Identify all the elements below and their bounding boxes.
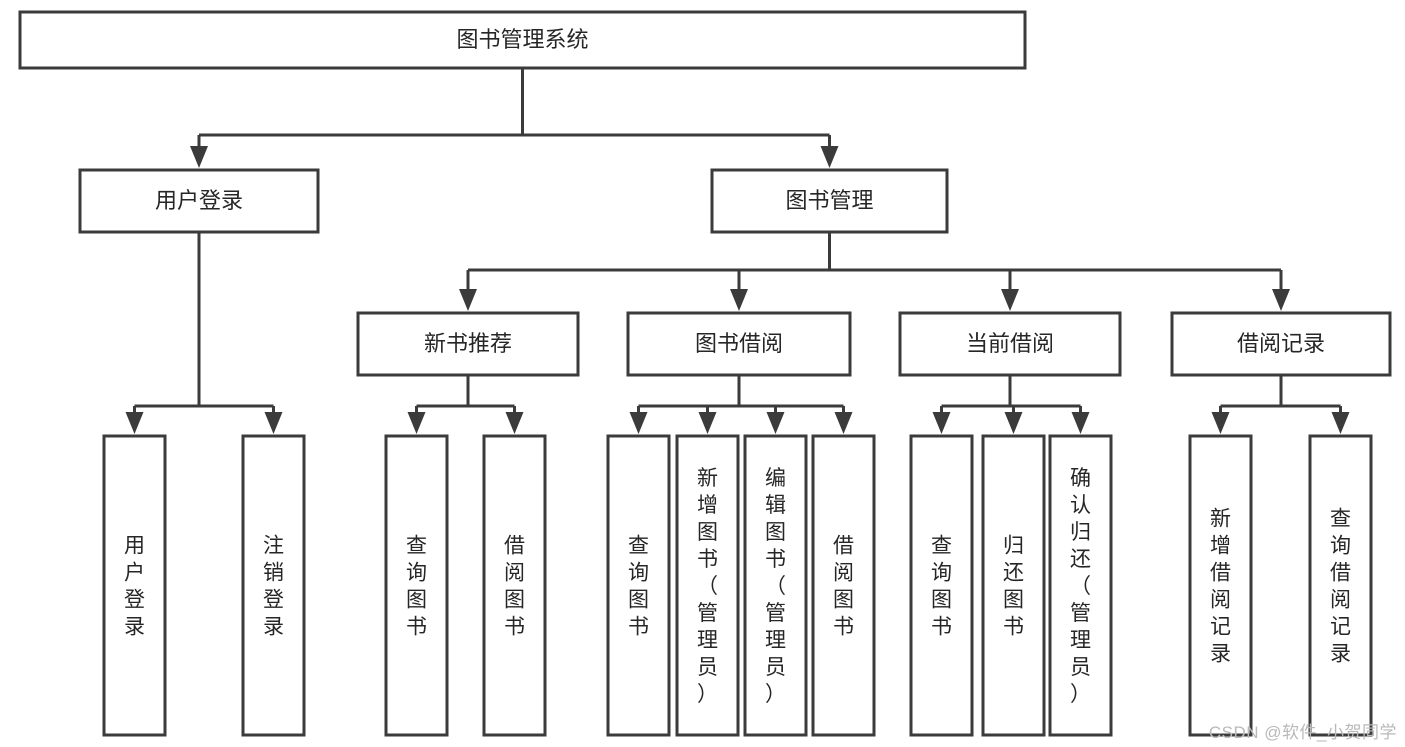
arrow-head-icon <box>407 412 426 434</box>
node-rect <box>811 434 876 737</box>
node-level1-0[interactable]: 用户登录 <box>78 168 320 234</box>
node-level1-1[interactable]: 图书管理 <box>710 168 949 234</box>
arrow-head-icon <box>629 412 648 434</box>
node-leaf-2[interactable]: 查询图书 <box>384 434 449 737</box>
arrow-head-icon <box>1211 412 1230 434</box>
node-root-0[interactable]: 图书管理系统 <box>18 10 1027 70</box>
arrow-head-icon <box>1001 289 1019 311</box>
node-leaf-9[interactable]: 归还图书 <box>981 434 1046 737</box>
node-level2-1[interactable]: 图书借阅 <box>626 311 852 377</box>
node-rect <box>606 434 671 737</box>
node-level2-3[interactable]: 借阅记录 <box>1170 311 1392 377</box>
arrow-head-icon <box>834 412 853 434</box>
node-level2-2[interactable]: 当前借阅 <box>898 311 1122 377</box>
node-label: 借阅记录 <box>1237 331 1325 356</box>
node-rect <box>241 434 306 737</box>
node-level2-0[interactable]: 新书推荐 <box>356 311 580 377</box>
node-rect <box>981 434 1046 737</box>
arrow-head-icon <box>820 146 839 168</box>
arrow-head-icon <box>190 146 208 168</box>
arrow-head-icon <box>264 412 283 434</box>
arrow-head-icon <box>730 289 748 311</box>
node-label: 用户登录 <box>155 188 243 213</box>
node-leaf-0[interactable]: 用户登录 <box>102 434 167 737</box>
arrow-head-icon <box>125 412 144 434</box>
arrow-head-icon <box>459 289 477 311</box>
node-rect <box>78 168 320 234</box>
node-leaf-10[interactable]: 确认归还（管理员） <box>1048 434 1113 737</box>
node-rect <box>909 434 974 737</box>
node-label: 新书推荐 <box>424 331 512 356</box>
node-rect <box>1308 434 1373 737</box>
node-label: 编辑图书（管理员） <box>765 467 786 706</box>
node-label: 图书管理系统 <box>456 27 588 52</box>
node-layer: 用户登录图书管理新书推荐图书借阅当前借阅借阅记录用户登录注销登录查询图书借阅图书… <box>18 10 1392 737</box>
node-rect <box>1188 434 1253 737</box>
arrow-head-icon <box>1071 412 1090 434</box>
node-leaf-11[interactable]: 新增借阅记录 <box>1188 434 1253 737</box>
arrow-head-icon <box>505 412 524 434</box>
node-label: 查询图书 <box>628 535 649 639</box>
node-label: 注销登录 <box>263 535 284 639</box>
node-leaf-12[interactable]: 查询借阅记录 <box>1308 434 1373 737</box>
node-label: 查询图书 <box>406 535 427 639</box>
csdn-watermark: CSDN @软件_小贺同学 <box>1208 723 1397 742</box>
node-label: 借阅图书 <box>833 535 854 639</box>
node-rect <box>898 311 1122 377</box>
node-label: 查询借阅记录 <box>1330 508 1351 666</box>
node-rect <box>102 434 167 737</box>
arrow-head-icon <box>932 412 951 434</box>
arrow-head-icon <box>766 412 785 434</box>
node-leaf-4[interactable]: 查询图书 <box>606 434 671 737</box>
node-rect <box>384 434 449 737</box>
node-rect <box>1170 311 1392 377</box>
node-label: 查询图书 <box>931 535 952 639</box>
node-label: 用户登录 <box>124 535 145 639</box>
node-rect <box>626 311 852 377</box>
arrow-head-icon <box>1331 412 1350 434</box>
node-rect <box>743 434 808 737</box>
node-leaf-3[interactable]: 借阅图书 <box>482 434 547 737</box>
node-leaf-5[interactable]: 新增图书（管理员） <box>675 434 740 737</box>
node-rect <box>18 10 1027 70</box>
node-label: 图书借阅 <box>695 331 783 356</box>
node-label: 新增借阅记录 <box>1210 508 1231 666</box>
node-leaf-1[interactable]: 注销登录 <box>241 434 306 737</box>
node-label: 确认归还（管理员） <box>1070 467 1091 706</box>
arrow-head-icon <box>1004 412 1023 434</box>
node-rect <box>356 311 580 377</box>
arrow-head-icon <box>698 412 717 434</box>
node-leaf-7[interactable]: 借阅图书 <box>811 434 876 737</box>
node-rect <box>710 168 949 234</box>
node-label: 图书管理 <box>785 188 873 213</box>
node-leaf-8[interactable]: 查询图书 <box>909 434 974 737</box>
node-label: 新增图书（管理员） <box>697 467 718 706</box>
node-rect <box>1048 434 1113 737</box>
connector-layer <box>125 68 1350 434</box>
node-label: 当前借阅 <box>966 331 1054 356</box>
node-leaf-6[interactable]: 编辑图书（管理员） <box>743 434 808 737</box>
arrow-head-icon <box>1272 289 1290 311</box>
node-rect <box>482 434 547 737</box>
node-label: 借阅图书 <box>504 535 525 639</box>
node-label: 归还图书 <box>1003 535 1024 639</box>
node-rect <box>675 434 740 737</box>
